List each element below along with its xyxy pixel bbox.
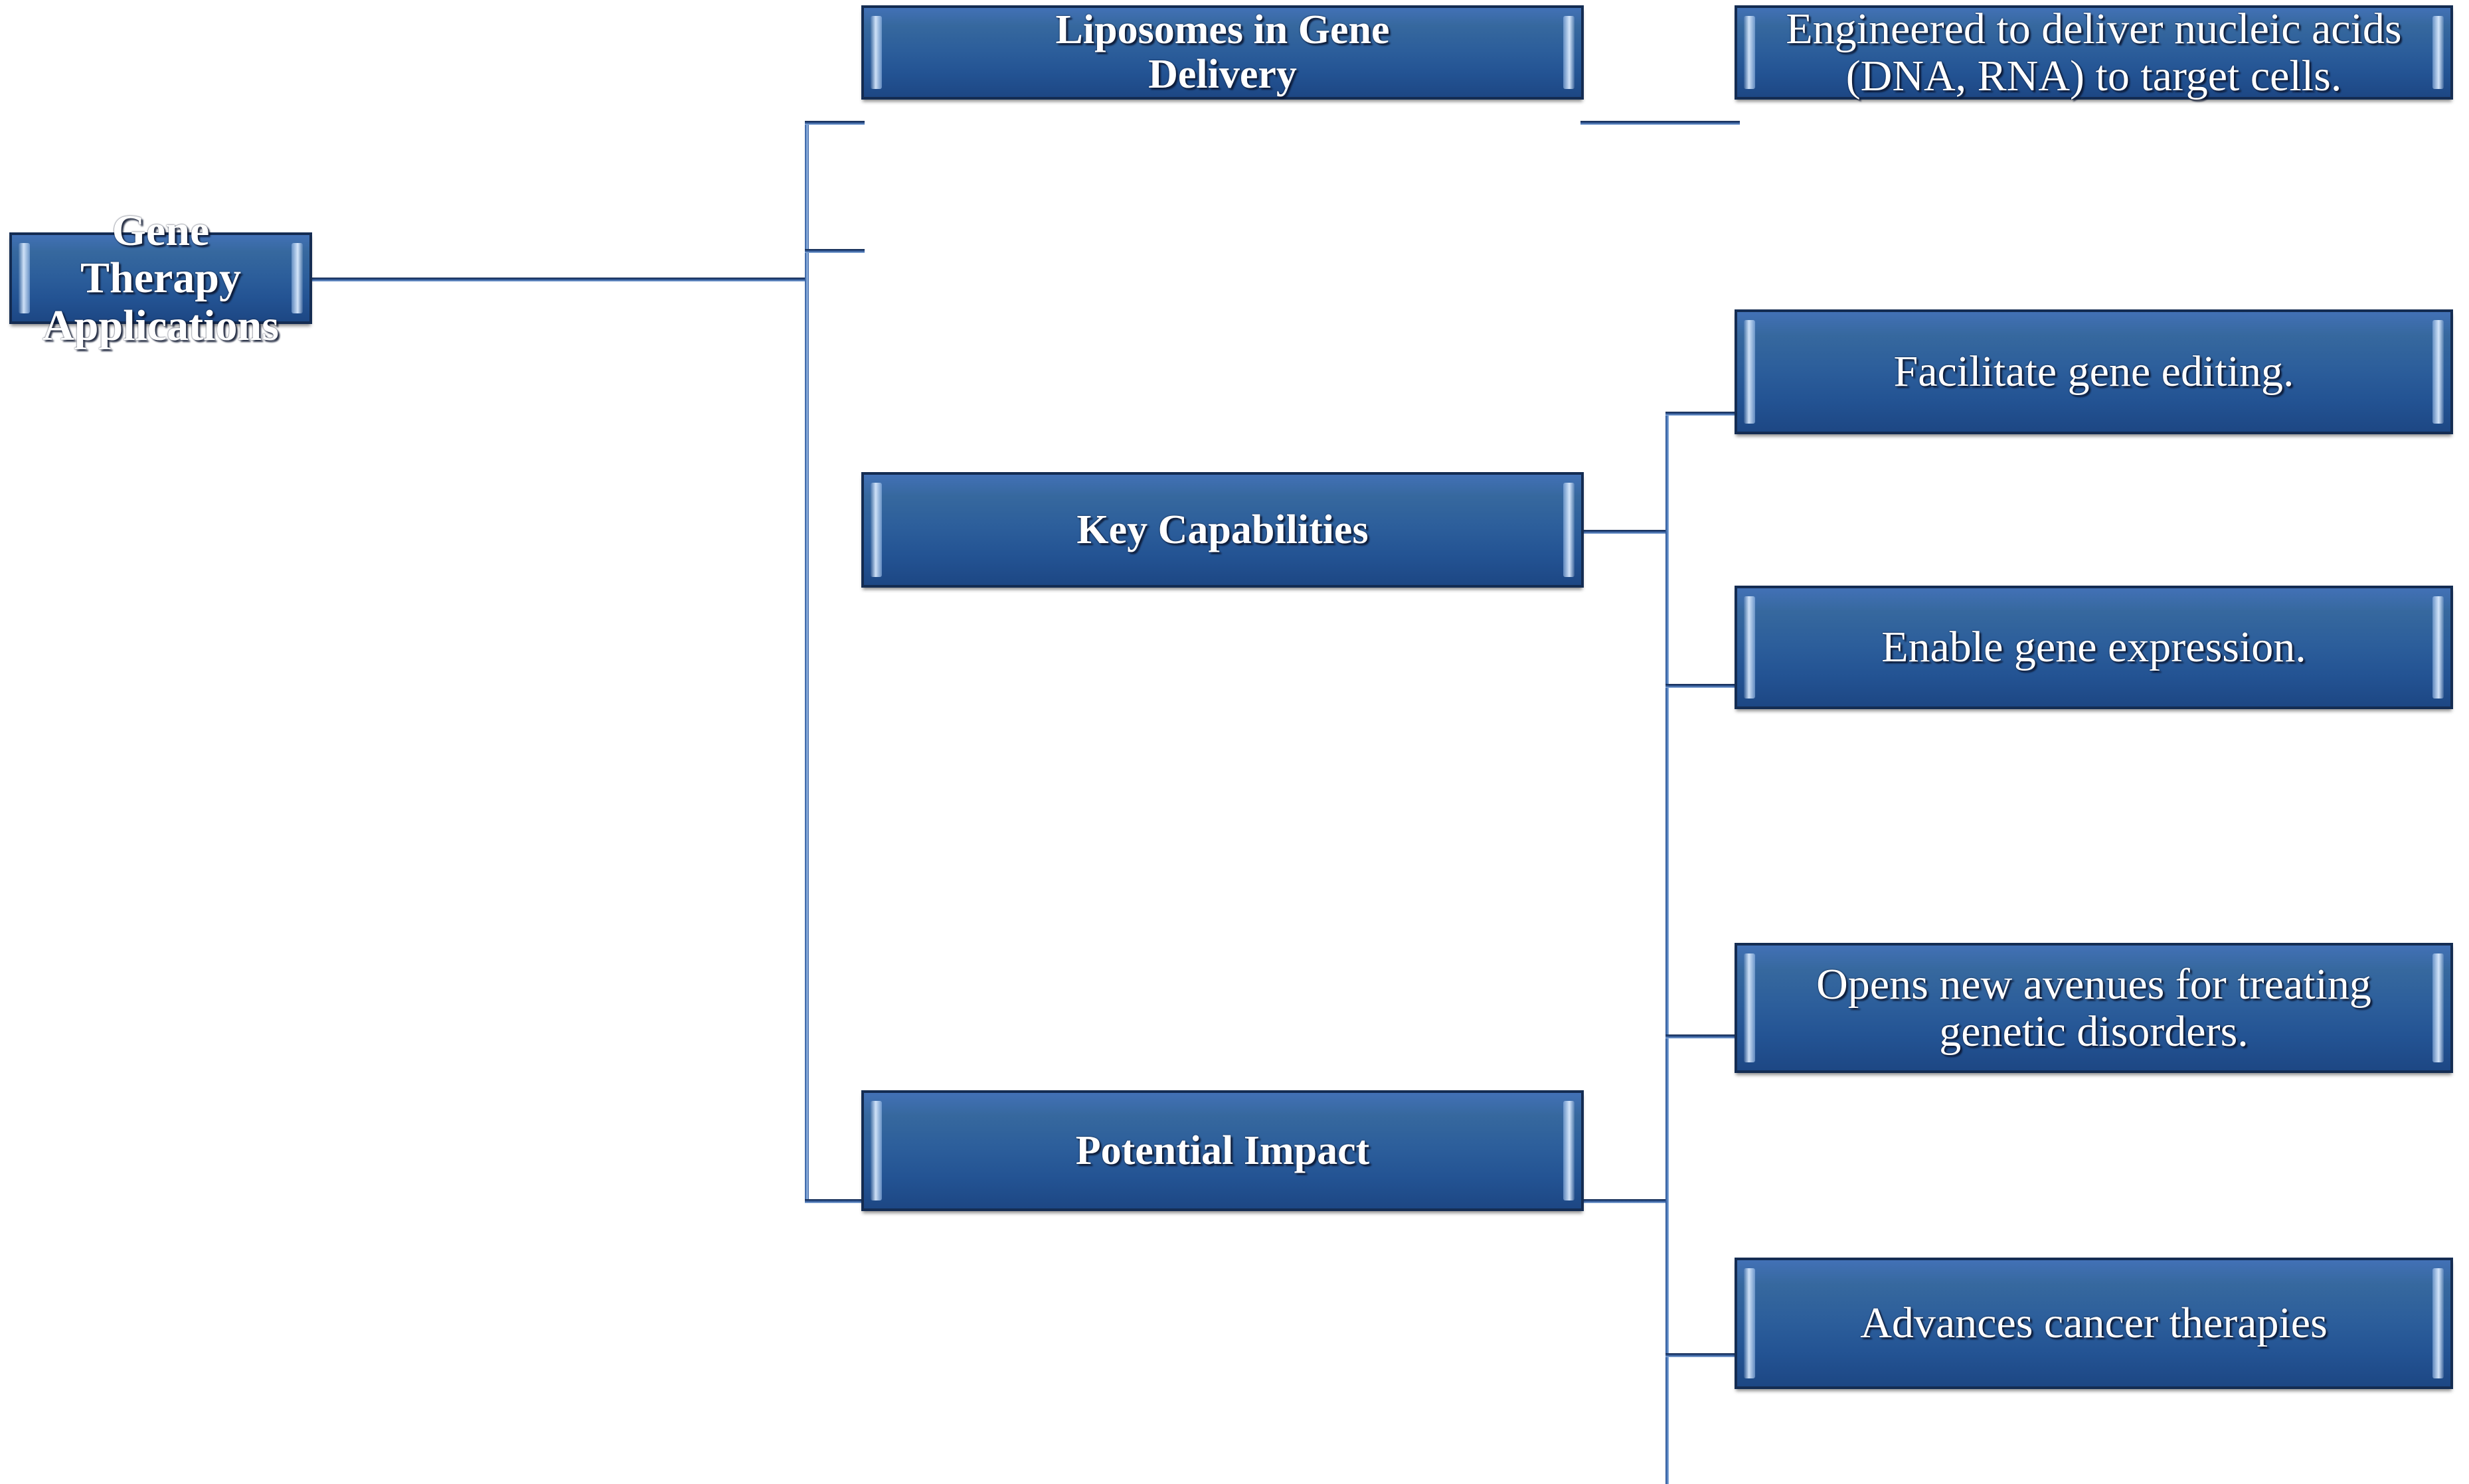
connector-trunk-to-liposomes	[805, 121, 865, 125]
node-leaf-opens-new-avenues-label: Opens new avenues for treating genetic d…	[1816, 959, 2371, 1056]
node-branch-liposomes-label: Liposomes in Gene Delivery	[1033, 8, 1412, 97]
connector-potential-impact-to-leaf-2	[1665, 1353, 1741, 1357]
node-branch-potential-impact[interactable]: Potential Impact	[861, 1090, 1584, 1211]
node-branch-liposomes-line1: Liposomes in Gene	[1055, 7, 1390, 53]
connector-potential-impact-to-leaf-1	[1665, 1034, 1741, 1038]
node-branch-key-capabilities-label: Key Capabilities	[1076, 507, 1369, 552]
connector-key-capabilities-to-leaf-1	[1665, 412, 1741, 416]
connector-root-stub	[312, 278, 809, 282]
node-leaf-enable-gene-expression[interactable]: Enable gene expression.	[1735, 586, 2453, 709]
connector-trunk-to-key-capabilities	[805, 249, 865, 253]
node-branch-potential-impact-label: Potential Impact	[1075, 1127, 1370, 1173]
node-root-line1: Gene Therapy	[80, 206, 242, 303]
node-branch-liposomes-in-gene-delivery[interactable]: Liposomes in Gene Delivery	[861, 5, 1584, 100]
node-leaf-opens-new-avenues[interactable]: Opens new avenues for treating genetic d…	[1735, 943, 2453, 1073]
connector-key-capabilities-stub	[1580, 530, 1668, 534]
node-root-line2: Applications	[43, 301, 279, 350]
connector-trunk-vertical	[805, 121, 809, 1203]
node-leaf-engineered-to-deliver[interactable]: Engineered to deliver nucleic acids (DNA…	[1735, 5, 2453, 100]
node-leaf-enable-gene-expression-label: Enable gene expression.	[1881, 623, 2306, 672]
node-leaf-advances-cancer-therapies-label: Advances cancer therapies	[1860, 1299, 2328, 1348]
connector-key-capabilities-vertical	[1665, 412, 1669, 1086]
node-root-gene-therapy-applications[interactable]: Gene Therapy Applications	[9, 207, 312, 349]
node-leaf-advances-cancer-therapies[interactable]: Advances cancer therapies	[1735, 1258, 2453, 1389]
connector-potential-impact-vertical	[1665, 1034, 1669, 1484]
node-leaf-facilitate-gene-editing-label: Facilitate gene editing.	[1893, 347, 2294, 396]
connector-key-capabilities-to-leaf-2	[1665, 684, 1741, 688]
connector-liposomes-to-leaf	[1580, 121, 1740, 125]
connector-trunk-to-potential-impact	[805, 1199, 865, 1203]
node-root-label: Gene Therapy Applications	[12, 207, 309, 349]
node-branch-liposomes-line2: Delivery	[1148, 52, 1297, 97]
connector-potential-impact-stub	[1580, 1199, 1668, 1203]
node-branch-key-capabilities[interactable]: Key Capabilities	[861, 472, 1584, 588]
node-leaf-engineered-to-deliver-label: Engineered to deliver nucleic acids (DNA…	[1786, 4, 2402, 100]
node-leaf-facilitate-gene-editing[interactable]: Facilitate gene editing.	[1735, 309, 2453, 434]
